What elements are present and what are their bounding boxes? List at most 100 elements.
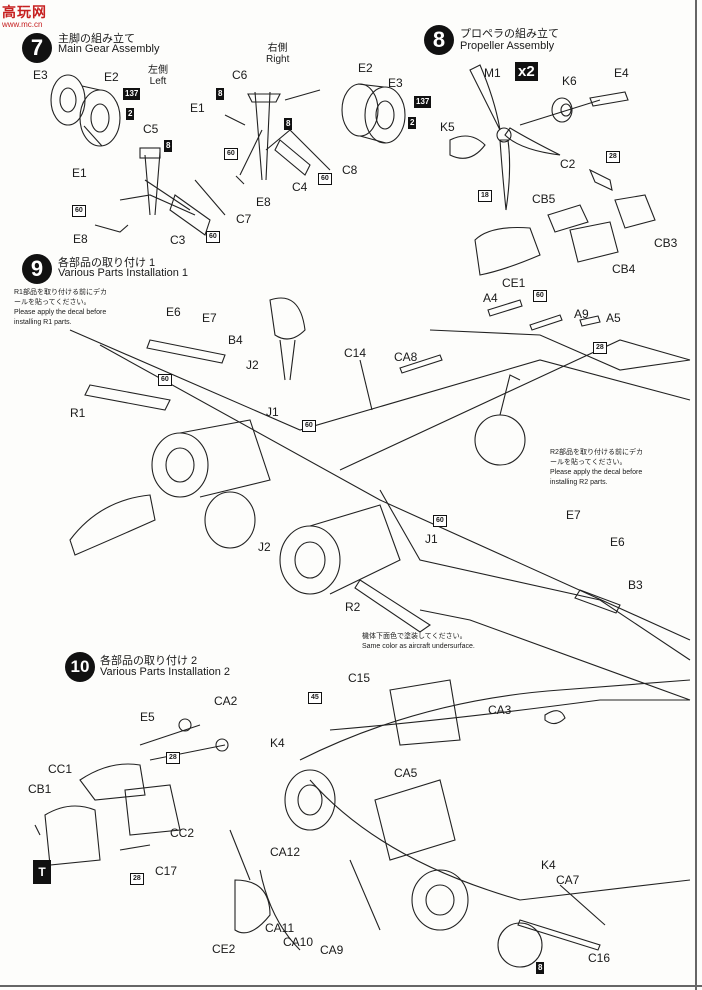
part-e3-left: E3: [33, 68, 48, 82]
part-ce1: CE1: [502, 276, 526, 290]
part-a9: A9: [574, 307, 589, 321]
step-8-title-jp: プロペラの組み立て: [460, 28, 559, 40]
part-c7: C7: [236, 212, 252, 226]
main-gear-leg-right: [224, 89, 331, 185]
paint-callout-60-h: 60: [433, 515, 447, 527]
part-r1: R1: [70, 406, 86, 420]
part-r2: R2: [345, 600, 361, 614]
part-k5: K5: [440, 120, 455, 134]
quantity-badge: x2: [515, 62, 538, 81]
step-10-number: 10: [65, 652, 95, 682]
part-c17: C17: [155, 864, 178, 878]
paint-callout-28-c: 28: [166, 752, 180, 764]
watermark-sub: www.mc.cn: [2, 20, 43, 29]
canopy-parts: [34, 718, 229, 866]
paint-callout-8-d: 8: [536, 962, 545, 974]
part-c8: C8: [342, 163, 358, 177]
part-e6-b: E6: [610, 535, 625, 549]
part-c16: C16: [588, 951, 611, 965]
part-e2-left: E2: [104, 70, 119, 84]
paint-callout-45: 45: [308, 692, 322, 704]
paint-callout-2-left: 2: [126, 108, 135, 120]
part-e3-right: E3: [388, 76, 403, 90]
paint-callout-60-b: 60: [206, 231, 220, 243]
part-c5: C5: [143, 122, 159, 136]
part-j2-b: J2: [258, 540, 271, 554]
paint-callout-137-right: 137: [414, 96, 432, 108]
part-e6-a: E6: [166, 305, 181, 319]
paint-callout-60-d: 60: [318, 173, 332, 185]
part-c15: C15: [348, 671, 371, 685]
step-7-title-en: Main Gear Assembly: [58, 43, 160, 55]
part-m1: M1: [484, 66, 501, 80]
watermark-site: 高玩网: [2, 4, 47, 20]
paint-callout-60-e: 60: [158, 374, 172, 386]
part-cb1: CB1: [28, 782, 52, 796]
paint-callout-28-d: 28: [130, 873, 144, 885]
paint-callout-8-b: 8: [216, 88, 225, 100]
part-j1-a: J1: [266, 405, 279, 419]
part-ca10: CA10: [283, 935, 314, 949]
part-e2-right: E2: [358, 61, 373, 75]
part-a5: A5: [606, 311, 621, 325]
paint-callout-60-c: 60: [224, 148, 238, 160]
part-ce2: CE2: [212, 942, 236, 956]
part-ca9: CA9: [320, 943, 344, 957]
note-r2: R2部品を取り付ける前にデカ ールを貼ってください。 Please apply …: [550, 449, 643, 486]
part-e1-right: E1: [190, 101, 205, 115]
paint-callout-18: 18: [478, 190, 492, 202]
part-e7-b: E7: [566, 508, 581, 522]
part-c6: C6: [232, 68, 248, 82]
part-a4: A4: [483, 291, 498, 305]
part-cb3: CB3: [654, 236, 678, 250]
paint-callout-137-left: 137: [123, 88, 141, 100]
part-j2-a: J2: [246, 358, 259, 372]
step-9-number: 9: [22, 254, 52, 284]
part-ca11: CA11: [265, 921, 295, 935]
main-wheel-left: [50, 74, 121, 147]
paint-callout-60-g: 60: [533, 290, 547, 302]
step-7-title-jp: 主脚の組み立て: [58, 33, 135, 45]
aircraft-step9: [69, 297, 691, 701]
paint-callout-2-right: 2: [408, 117, 417, 129]
step-9-title-en: Various Parts Installation 1: [58, 267, 189, 279]
part-e1-left: E1: [72, 166, 87, 180]
cowling-parts: [474, 194, 656, 276]
part-cb5: CB5: [532, 192, 556, 206]
note-undersurface: 機体下面色で塗装してください。 Same color as aircraft u…: [362, 633, 475, 650]
aircraft-step10: [229, 679, 691, 968]
part-c2: C2: [560, 157, 576, 171]
part-ca5: CA5: [394, 766, 418, 780]
part-c14: C14: [344, 346, 367, 360]
paint-callout-28-a: 28: [606, 151, 620, 163]
part-cc1: CC1: [48, 762, 73, 776]
paint-callout-8-c: 8: [284, 118, 293, 130]
step-8-title-en: Propeller Assembly: [460, 40, 555, 52]
step-10-title-jp: 各部品の取り付け 2: [100, 655, 198, 667]
paint-callout-60-f: 60: [302, 420, 316, 432]
page-border-right: [695, 0, 697, 990]
part-e4: E4: [614, 66, 629, 80]
part-e7-a: E7: [202, 311, 217, 325]
part-ca3: CA3: [488, 703, 512, 717]
part-c3: C3: [170, 233, 186, 247]
part-e5: E5: [140, 710, 155, 724]
step-9-title-jp: 各部品の取り付け 1: [58, 257, 156, 269]
part-ca12: CA12: [270, 845, 301, 859]
step-10-title-en: Various Parts Installation 2: [100, 666, 231, 678]
part-cb4: CB4: [612, 262, 636, 276]
main-wheel-right: [341, 83, 406, 144]
part-e8-left: E8: [73, 232, 88, 246]
part-k4-b: K4: [541, 858, 556, 872]
note-r1: R1部品を取り付ける前にデカ ールを貼ってください。 Please apply …: [14, 289, 107, 326]
part-c4: C4: [292, 180, 308, 194]
part-k4-a: K4: [270, 736, 285, 750]
page-border-bottom: [0, 985, 702, 987]
paint-callout-60-a: 60: [72, 205, 86, 217]
part-e8-right: E8: [256, 195, 271, 209]
part-ca8: CA8: [394, 350, 418, 364]
step-8-number: 8: [424, 25, 454, 55]
